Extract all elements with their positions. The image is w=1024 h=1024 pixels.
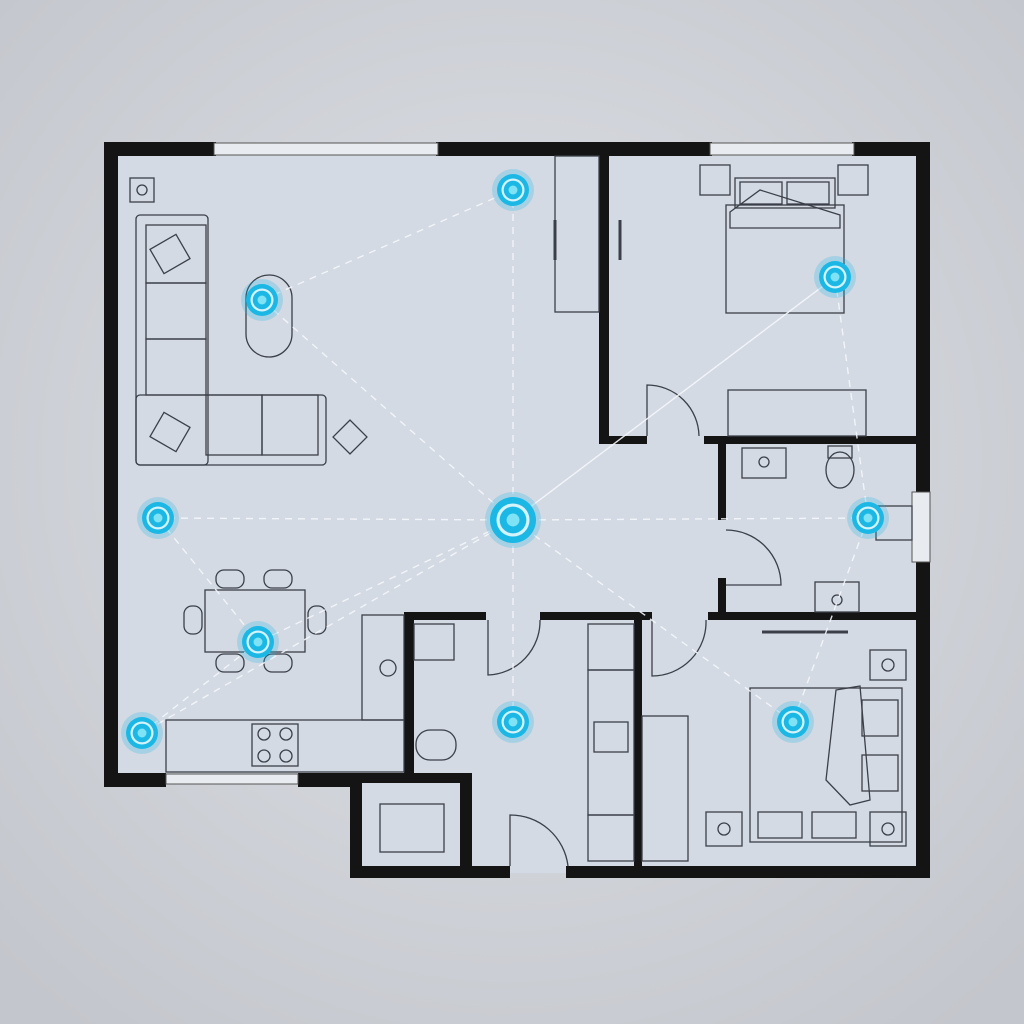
wifi-node-icon[interactable] bbox=[237, 621, 279, 663]
wifi-node-icon[interactable] bbox=[847, 497, 889, 539]
network-links bbox=[141, 189, 869, 734]
wifi-node-icon[interactable] bbox=[241, 279, 283, 321]
hub-node-icon[interactable] bbox=[485, 492, 541, 548]
network-nodes bbox=[121, 169, 889, 754]
network-link bbox=[261, 299, 514, 521]
network-link bbox=[141, 641, 259, 734]
wifi-node-icon[interactable] bbox=[121, 712, 163, 754]
network-link bbox=[157, 517, 259, 643]
furniture bbox=[129, 155, 913, 867]
network-link bbox=[257, 519, 514, 643]
wifi-node-icon[interactable] bbox=[137, 497, 179, 539]
network-link bbox=[792, 517, 869, 723]
network-link bbox=[512, 276, 836, 521]
network-link bbox=[261, 189, 514, 301]
wifi-node-icon[interactable] bbox=[492, 701, 534, 743]
wifi-node-icon[interactable] bbox=[492, 169, 534, 211]
windows bbox=[165, 142, 931, 785]
wifi-node-icon[interactable] bbox=[814, 256, 856, 298]
network-link bbox=[512, 519, 794, 723]
network-link bbox=[834, 276, 869, 519]
walls bbox=[104, 142, 930, 878]
network-link bbox=[141, 519, 514, 734]
wifi-node-icon[interactable] bbox=[772, 701, 814, 743]
